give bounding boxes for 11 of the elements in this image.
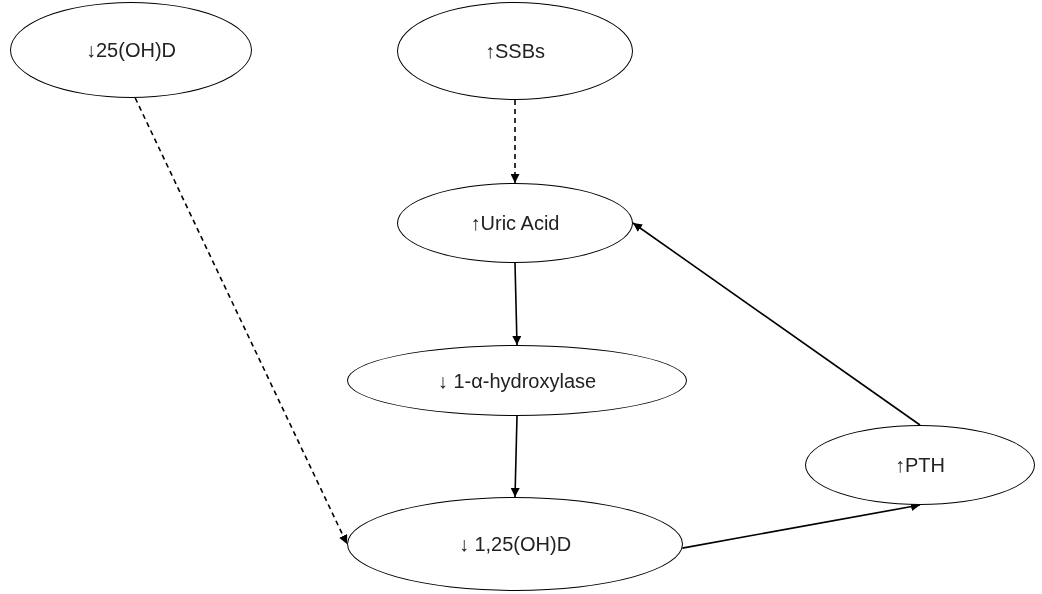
node-label: ↓25(OH)D	[86, 38, 176, 63]
arrow	[510, 99, 520, 184]
node-label: ↑Uric Acid	[470, 211, 560, 236]
node-label: ↑SSBs	[485, 39, 545, 64]
arrow	[512, 262, 522, 346]
node-label: ↑PTH	[895, 453, 945, 478]
arrow	[632, 222, 921, 426]
node-label: ↓ 1,25(OH)D	[458, 532, 572, 557]
arrow	[134, 97, 348, 545]
node-label: ↓ 1-α-hydroxylase	[437, 368, 597, 394]
arrow	[510, 415, 520, 498]
